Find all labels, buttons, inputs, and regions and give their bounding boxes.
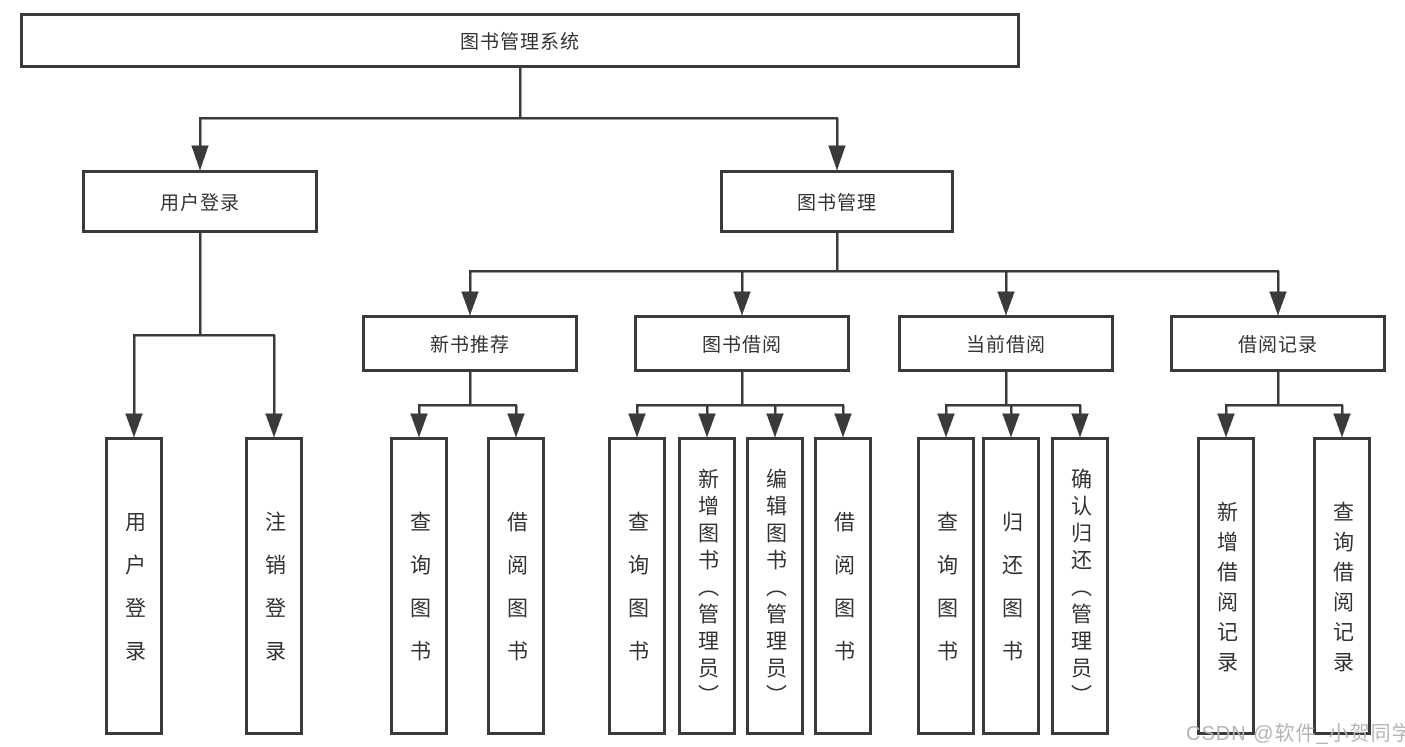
leaf-logout: 注销登录: [245, 437, 303, 735]
leaf-query-books-borrowing: 查询图书: [608, 437, 666, 735]
node-label: 图书借阅: [701, 335, 782, 356]
leaf-label: 新增图书（管理员）: [695, 467, 719, 711]
leaf-label: 用户登录: [122, 511, 146, 683]
leaf-query-borrow-record: 查询借阅记录: [1313, 437, 1371, 735]
csdn-watermark: CSDN @软件_小贺同学: [1186, 723, 1405, 745]
leaf-label: 查询图书: [625, 511, 649, 683]
leaf-label: 借阅图书: [831, 511, 855, 683]
leaf-edit-books-admin: 编辑图书（管理员）: [746, 437, 804, 735]
node-label: 当前借阅: [965, 335, 1046, 356]
leaf-borrow-books-recommend: 借阅图书: [487, 437, 545, 735]
node-current-borrowing: 当前借阅: [898, 315, 1114, 372]
node-user-login-branch: 用户登录: [82, 170, 318, 233]
leaf-label: 注销登录: [262, 511, 286, 683]
leaf-return-books: 归还图书: [982, 437, 1040, 735]
leaf-label: 查询借阅记录: [1330, 500, 1354, 681]
leaf-label: 查询图书: [407, 511, 431, 683]
leaf-label: 编辑图书（管理员）: [763, 467, 787, 711]
node-label: 借阅记录: [1237, 335, 1318, 356]
leaf-query-books-current: 查询图书: [917, 437, 975, 735]
node-label: 用户登录: [159, 193, 240, 214]
leaf-user-login: 用户登录: [105, 437, 163, 735]
node-label: 新书推荐: [429, 335, 510, 356]
node-root-label: 图书管理系统: [459, 32, 580, 53]
leaf-label: 新增借阅记录: [1214, 500, 1238, 681]
leaf-label: 查询图书: [934, 511, 958, 683]
leaf-confirm-return-admin: 确认归还（管理员）: [1051, 437, 1109, 735]
node-borrowing-records: 借阅记录: [1170, 315, 1386, 372]
leaf-label: 确认归还（管理员）: [1068, 467, 1092, 711]
leaf-add-borrow-record: 新增借阅记录: [1197, 437, 1255, 735]
node-root-system: 图书管理系统: [20, 13, 1020, 68]
leaf-borrow-books: 借阅图书: [814, 437, 872, 735]
leaf-label: 借阅图书: [504, 511, 528, 683]
node-label: 图书管理: [796, 193, 877, 214]
leaf-query-books-recommend: 查询图书: [390, 437, 448, 735]
node-book-management-branch: 图书管理: [720, 170, 954, 233]
node-book-borrowing: 图书借阅: [634, 315, 850, 372]
node-new-book-recommendation: 新书推荐: [362, 315, 578, 372]
leaf-label: 归还图书: [999, 511, 1023, 683]
leaf-add-books-admin: 新增图书（管理员）: [678, 437, 736, 735]
